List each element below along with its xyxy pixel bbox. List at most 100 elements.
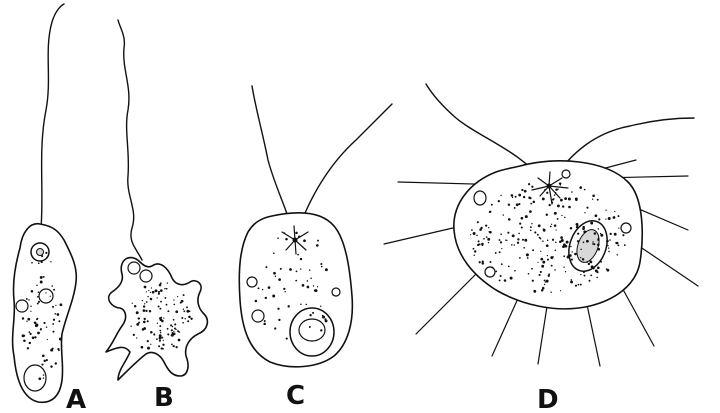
cytoplasm-granule xyxy=(596,198,599,201)
cytoplasm-granule xyxy=(283,287,286,291)
cytoplasm-granule xyxy=(483,237,485,240)
cytoplasm-granule xyxy=(173,299,175,301)
cytoplasm-granule xyxy=(567,254,569,257)
cytoplasm-granule xyxy=(600,260,603,263)
cytoplasm-granule xyxy=(277,307,280,310)
cytoplasm-granule xyxy=(45,359,48,362)
cytoplasm-granule xyxy=(571,191,573,193)
cytoplasm-granule xyxy=(147,295,149,298)
panel-d-flagellum-1 xyxy=(425,83,549,187)
panel-c-organism xyxy=(238,85,393,368)
cytoplasm-granule xyxy=(27,317,31,321)
cytoplasm-granule xyxy=(59,303,63,307)
cytoplasm-granule xyxy=(309,314,312,317)
cytoplasm-granule xyxy=(45,251,48,254)
cytoplasm-granule xyxy=(54,362,57,365)
panel-b-organism xyxy=(105,19,209,381)
cytoplasm-granule xyxy=(312,285,315,287)
cytoplasm-granule xyxy=(479,228,482,231)
panel-b-vacuole-1 xyxy=(127,261,141,275)
cytoplasm-granule xyxy=(617,215,620,218)
cytoplasm-granule xyxy=(472,232,476,235)
cytoplasm-granule xyxy=(498,279,501,282)
cytoplasm-granule xyxy=(267,286,271,289)
cytoplasm-granule xyxy=(559,240,562,243)
cytoplasm-granule xyxy=(548,203,551,207)
cytoplasm-granule xyxy=(500,263,503,266)
panel-a-organism xyxy=(11,3,78,404)
cytoplasm-granule xyxy=(145,291,148,293)
cytoplasm-granule xyxy=(186,306,188,309)
cytoplasm-granule xyxy=(540,250,542,253)
cytoplasm-granule xyxy=(599,232,602,235)
cytoplasm-granule xyxy=(273,252,275,254)
cytoplasm-granule xyxy=(574,197,578,201)
cytoplasm-granule xyxy=(159,325,162,328)
cytoplasm-granule xyxy=(164,296,167,299)
cytoplasm-granule xyxy=(542,240,544,242)
cytoplasm-granule xyxy=(616,254,619,256)
cytoplasm-granule xyxy=(553,211,557,215)
cytoplasm-granule xyxy=(188,315,191,319)
cytoplasm-granule xyxy=(279,267,282,270)
cytoplasm-granule xyxy=(594,214,598,218)
cytoplasm-granule xyxy=(559,184,562,186)
cytoplasm-granule xyxy=(584,212,586,214)
cytoplasm-granule xyxy=(161,319,164,323)
cytoplasm-granule xyxy=(596,243,600,247)
cytoplasm-granule xyxy=(570,280,574,284)
cytoplasm-granule xyxy=(607,244,609,247)
cytoplasm-granule xyxy=(42,374,45,376)
cytoplasm-granule xyxy=(160,300,162,303)
cytoplasm-granule xyxy=(320,329,323,332)
cytoplasm-granule xyxy=(308,269,311,271)
cytoplasm-granule xyxy=(274,327,277,330)
cytoplasm-granule xyxy=(623,244,626,247)
cytoplasm-granule xyxy=(597,247,601,251)
cytoplasm-granule xyxy=(52,318,56,321)
cytoplasm-granule xyxy=(285,337,288,340)
cytoplasm-granule xyxy=(524,238,528,242)
cytoplasm-granule xyxy=(551,201,554,204)
panel-a-label: A xyxy=(66,385,86,413)
cytoplasm-granule xyxy=(156,297,158,299)
cytoplasm-granule xyxy=(555,188,558,191)
cytoplasm-granule xyxy=(481,242,484,246)
cytoplasm-granule xyxy=(26,320,28,322)
cytoplasm-granule xyxy=(171,343,173,346)
cytoplasm-granule xyxy=(175,310,179,314)
cytoplasm-granule xyxy=(609,239,611,241)
cytoplasm-granule xyxy=(45,326,48,328)
cytoplasm-granule xyxy=(37,331,40,335)
cytoplasm-granule xyxy=(145,309,148,313)
cytoplasm-granule xyxy=(146,320,149,323)
panel-c-granules xyxy=(254,231,334,340)
cytoplasm-granule xyxy=(175,328,177,331)
cytoplasm-granule xyxy=(586,261,588,264)
cytoplasm-granule xyxy=(45,292,47,294)
cytoplasm-granule xyxy=(589,260,593,264)
cytoplasm-granule xyxy=(518,203,521,206)
cytoplasm-granule xyxy=(555,241,557,244)
cytoplasm-granule xyxy=(609,232,612,236)
cytoplasm-granule xyxy=(533,289,537,293)
cytoplasm-granule xyxy=(501,247,503,250)
cytoplasm-granule xyxy=(520,216,524,220)
cytoplasm-granule xyxy=(592,243,594,245)
cytoplasm-granule xyxy=(187,320,190,323)
cytoplasm-granule xyxy=(143,317,146,321)
cytoplasm-granule xyxy=(550,256,554,260)
cytoplasm-granule xyxy=(150,331,153,334)
cytoplasm-granule xyxy=(52,330,55,333)
cytoplasm-granule xyxy=(272,294,276,298)
cytoplasm-granule xyxy=(605,209,607,211)
cytoplasm-granule xyxy=(564,271,567,273)
cytoplasm-granule xyxy=(188,310,191,313)
cytoplasm-granule xyxy=(529,210,532,213)
cytoplasm-granule xyxy=(518,193,522,197)
cytoplasm-granule xyxy=(320,265,323,268)
cytoplasm-granule xyxy=(312,311,315,314)
cytoplasm-granule xyxy=(175,345,178,349)
cytoplasm-granule xyxy=(529,226,532,229)
cytoplasm-granule xyxy=(518,256,521,259)
